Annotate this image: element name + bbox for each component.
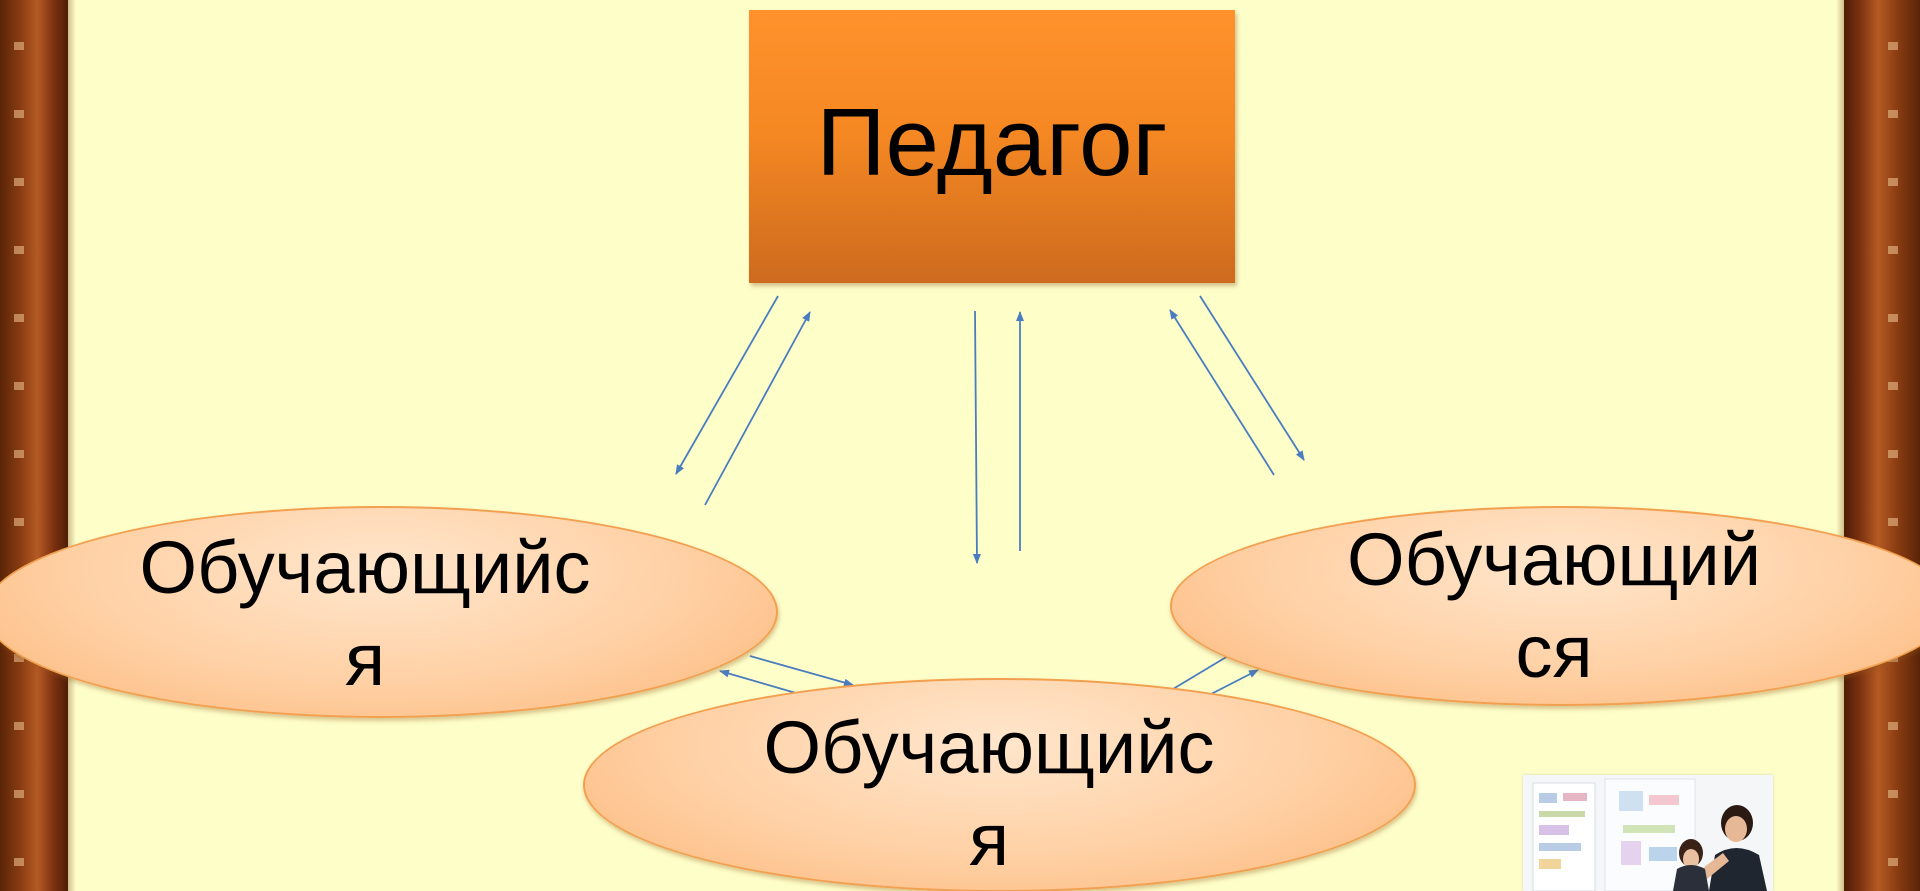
student-bottom-label: Обучающийс я — [763, 706, 1215, 881]
arrow-teacher-to-bottom — [972, 310, 981, 564]
teacher-box: Педагог — [749, 10, 1235, 283]
frame-ornament-right — [1888, 0, 1898, 891]
frame-ornament-left — [14, 0, 24, 891]
classroom-photo-image — [1523, 775, 1773, 891]
student-left-label: Обучающийс я — [139, 526, 591, 701]
arrow-right-to-teacher — [1169, 309, 1275, 476]
classroom-photo — [1523, 775, 1773, 891]
arrow-left-to-bottom — [749, 655, 854, 687]
student-oval-bottom: Обучающийс я — [583, 678, 1416, 891]
student-right-label: Обучающий ся — [1346, 518, 1762, 693]
frame-shadow-left — [68, 0, 76, 891]
teacher-label: Педагог — [816, 88, 1168, 196]
arrow-teacher-to-left — [675, 295, 779, 475]
wooden-frame-right — [1844, 0, 1920, 891]
frame-shadow-right — [1836, 0, 1844, 891]
wooden-frame-left — [0, 0, 68, 891]
student-oval-right: Обучающий ся — [1170, 506, 1920, 706]
arrow-left-to-teacher — [704, 311, 811, 506]
arrow-teacher-to-right — [1199, 295, 1305, 461]
student-oval-left: Обучающийс я — [0, 506, 778, 718]
